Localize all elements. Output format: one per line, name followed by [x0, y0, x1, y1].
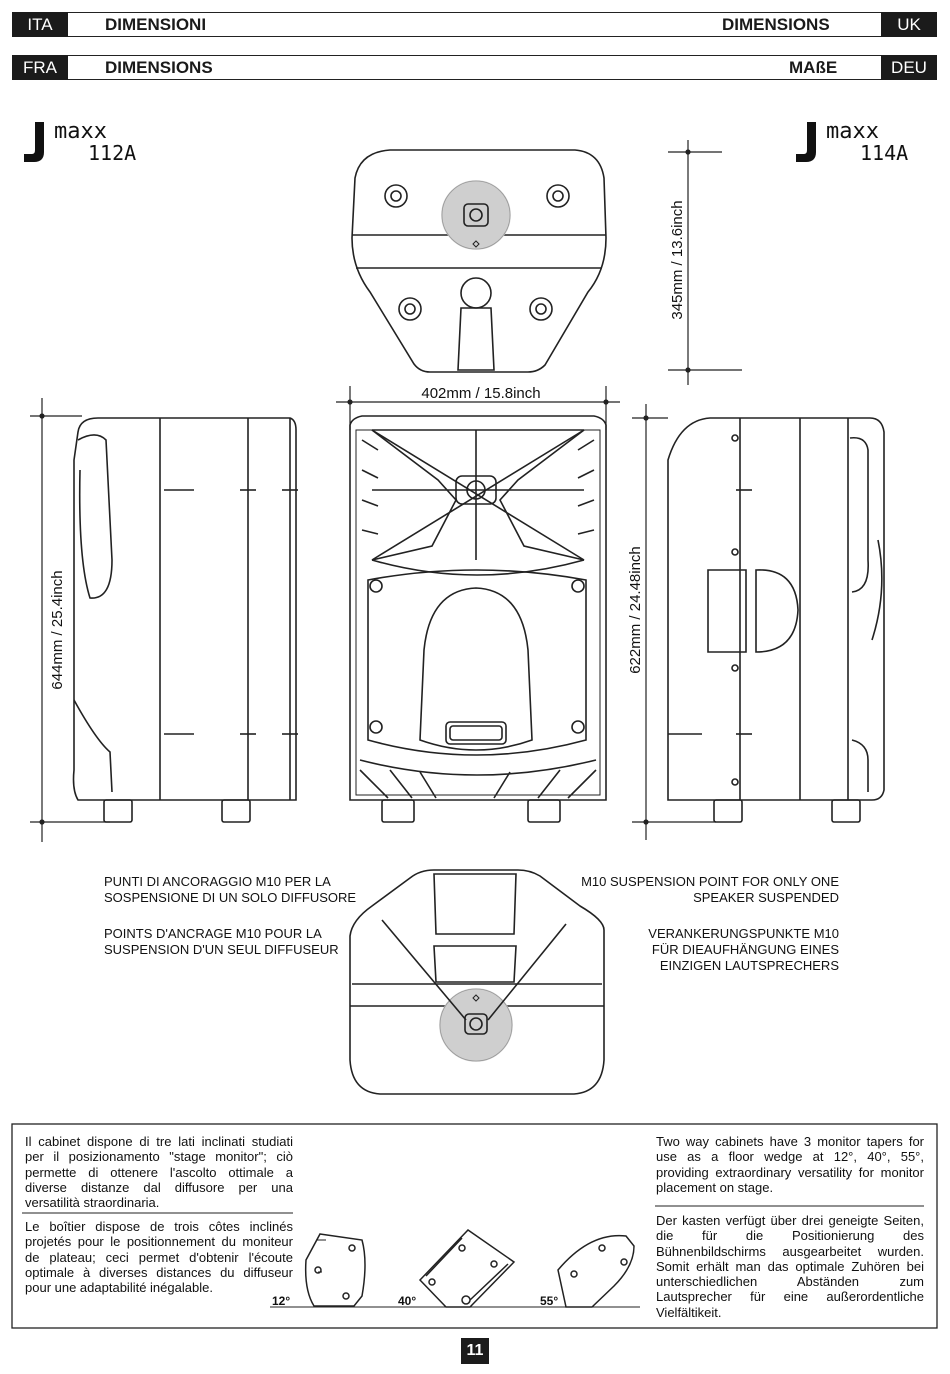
- svg-text:112A: 112A: [88, 141, 136, 164]
- angle-12-label: 12°: [272, 1294, 290, 1308]
- paragraph-uk: Two way cabinets have 3 monitor tapers f…: [656, 1134, 924, 1195]
- top-view-lower: [349, 869, 605, 1095]
- monitor-info-box: [11, 1123, 938, 1329]
- lang-tag-ita: ITA: [12, 12, 68, 37]
- page-number: 11: [461, 1338, 489, 1364]
- svg-text:maxx: maxx: [54, 119, 107, 144]
- dimension-lines: [30, 140, 742, 842]
- lang-tag-fra: FRA: [12, 55, 68, 80]
- title-dimensioni: DIMENSIONI: [105, 15, 207, 34]
- side-view-112: [72, 417, 298, 823]
- svg-text:114A: 114A: [860, 141, 908, 164]
- logo-jmaxx-112a: maxx 112A: [22, 118, 162, 169]
- title-masse: MAßE: [789, 58, 838, 77]
- dim-depth-label: 345mm / 13.6inch: [669, 200, 686, 319]
- lang-tag-uk: UK: [881, 12, 937, 37]
- dim-width-label: 402mm / 15.8inch: [421, 385, 540, 402]
- paragraph-deu: Der kasten verfügt über drei geneigte Se…: [656, 1213, 924, 1320]
- title-dimensions-uk: DIMENSIONS: [722, 15, 830, 34]
- paragraph-fra: Le boîtier dispose de trois côtes inclin…: [25, 1219, 293, 1296]
- angle-55-label: 55°: [540, 1294, 558, 1308]
- paragraph-ita: Il cabinet dispone di tre lati inclinati…: [25, 1134, 293, 1211]
- svg-text:maxx: maxx: [826, 119, 879, 144]
- front-view: [349, 415, 607, 823]
- lang-tag-deu: DEU: [881, 55, 937, 80]
- angle-40-label: 40°: [398, 1294, 416, 1308]
- top-view-upper: [351, 149, 607, 373]
- header-row-2: FRA DIMENSIONS MAßE DEU: [12, 55, 937, 80]
- wedge-pictograms: [270, 1229, 640, 1308]
- dim-height-114-label: 622mm / 24.48inch: [627, 546, 644, 674]
- dim-height-112-label: 644mm / 25.4inch: [49, 570, 66, 689]
- logo-jmaxx-114a: maxx 114A: [794, 118, 934, 169]
- header-row-1: ITA DIMENSIONI DIMENSIONS UK: [12, 12, 937, 37]
- side-view-114: [667, 417, 885, 823]
- title-dimensions-fra: DIMENSIONS: [105, 58, 213, 77]
